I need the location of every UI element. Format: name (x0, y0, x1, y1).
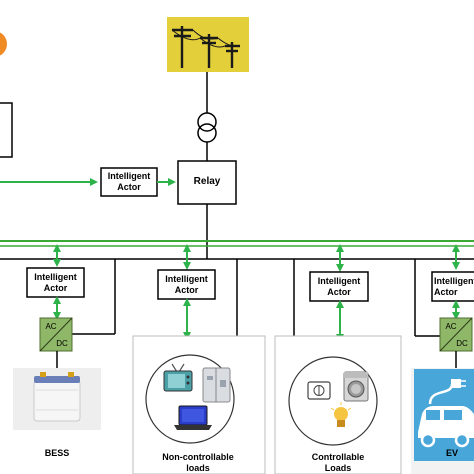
actor-bess-label: Intelligent Actor (27, 272, 84, 294)
actor-bess-line2: Actor (43, 283, 68, 293)
controllable-line2: Loads (324, 463, 352, 473)
light-bulb-icon (330, 402, 352, 427)
noncontrollable-line1: Non-controllable (162, 452, 234, 462)
bess-converter-dc: DC (56, 339, 68, 348)
ev-label: EV (445, 448, 458, 458)
ev-converter-dc: DC (456, 339, 468, 348)
actor-controllable-line2: Actor (327, 287, 351, 297)
intelligent-actor-noncontrollable (157, 269, 216, 300)
ev-converter-ac: AC (445, 322, 457, 331)
bess-converter-ac: AC (45, 322, 57, 331)
actor-noncontrollable-line2: Actor (174, 285, 199, 295)
actor-ev-line2: Actor (434, 287, 458, 297)
actor-controllable-label: Intelligent Actor (310, 276, 368, 298)
intelligent-actor-controllable (309, 271, 369, 302)
ac-unit-icon (307, 381, 331, 400)
bess-converter (39, 317, 73, 352)
electric-car-icon (414, 369, 474, 461)
orange-marker (0, 32, 7, 56)
actor-top-line1: Intelligent (107, 171, 151, 181)
actor-ev-line1: Intelligent (434, 276, 474, 286)
relay-label: Relay (193, 176, 221, 187)
actor-bess-line1: Intelligent (34, 272, 77, 282)
noncontrollable-label: Non-controllable loads (138, 452, 258, 474)
actor-controllable-line1: Intelligent (317, 276, 361, 286)
actor-ev-label: Intelligent Actor (434, 276, 474, 298)
intelligent-actor-top (100, 167, 158, 197)
actor-top-line2: Actor (117, 182, 141, 192)
power-grid-icon (167, 17, 249, 72)
laptop-icon (174, 405, 212, 430)
transformer-icon (197, 112, 217, 143)
controllable-line1: Controllable (311, 452, 365, 462)
fridge-icon (202, 367, 231, 403)
tv-icon (163, 363, 193, 392)
intelligent-actor-bess (26, 267, 85, 298)
charging-plug-icon (428, 379, 466, 405)
actor-noncontrollable-line1: Intelligent (165, 274, 208, 284)
battery-icon (13, 368, 101, 430)
controllable-label: Controllable Loads (283, 452, 393, 474)
noncontrollable-line2: loads (186, 463, 210, 473)
actor-noncontrollable-label: Intelligent Actor (158, 274, 215, 296)
actor-top-label: Intelligent Actor (101, 171, 157, 193)
bess-label: BESS (44, 448, 70, 458)
left-partial-box (0, 102, 13, 158)
washing-machine-icon (343, 371, 369, 402)
